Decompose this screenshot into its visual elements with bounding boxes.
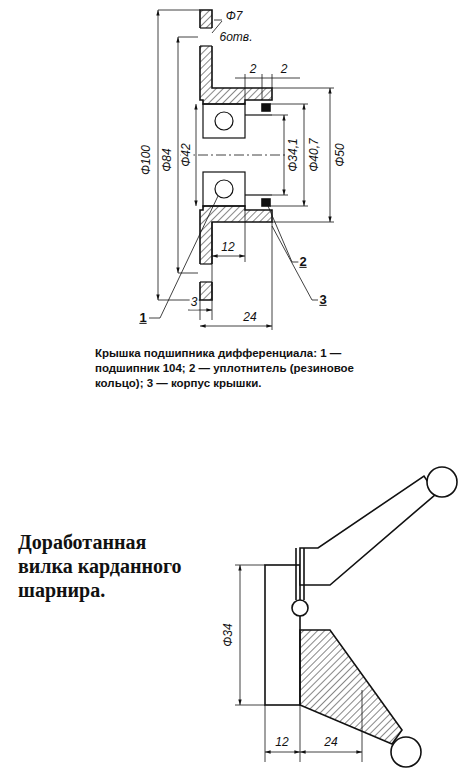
dimension-lines	[149, 10, 334, 330]
dimension-label: 12	[274, 736, 289, 749]
dimension-label: Φ100	[140, 144, 153, 176]
dimension-label: 24	[242, 311, 257, 324]
dimension-label: Φ40,7	[308, 137, 321, 172]
heading-text: Доработанная вилка карданного шарнира.	[18, 530, 193, 602]
dimension-label: Φ34	[222, 622, 235, 647]
dimension-label: Φ84	[161, 147, 174, 172]
dimension-label: Φ7	[225, 10, 244, 23]
dimension-label: Φ42	[180, 142, 193, 167]
bearing	[180, 28, 292, 282]
dimension-label: 24	[323, 736, 338, 749]
callout-number: 3	[318, 293, 327, 307]
dimension-label: 2	[280, 63, 289, 76]
dimension-label: Φ34,1	[287, 137, 300, 172]
caption-text: Крышка подшипника дифференциала: 1 — под…	[95, 346, 395, 391]
dimension-label: 6отв.	[219, 31, 254, 44]
callout-number: 2	[298, 255, 307, 269]
dimension-label: Φ50	[334, 142, 347, 167]
dimension-label: 12	[220, 241, 235, 254]
callout-number: 1	[138, 311, 147, 325]
dimension-label: 2	[249, 63, 258, 76]
fork-drawing	[265, 467, 457, 767]
dimension-label: 3	[190, 296, 199, 309]
